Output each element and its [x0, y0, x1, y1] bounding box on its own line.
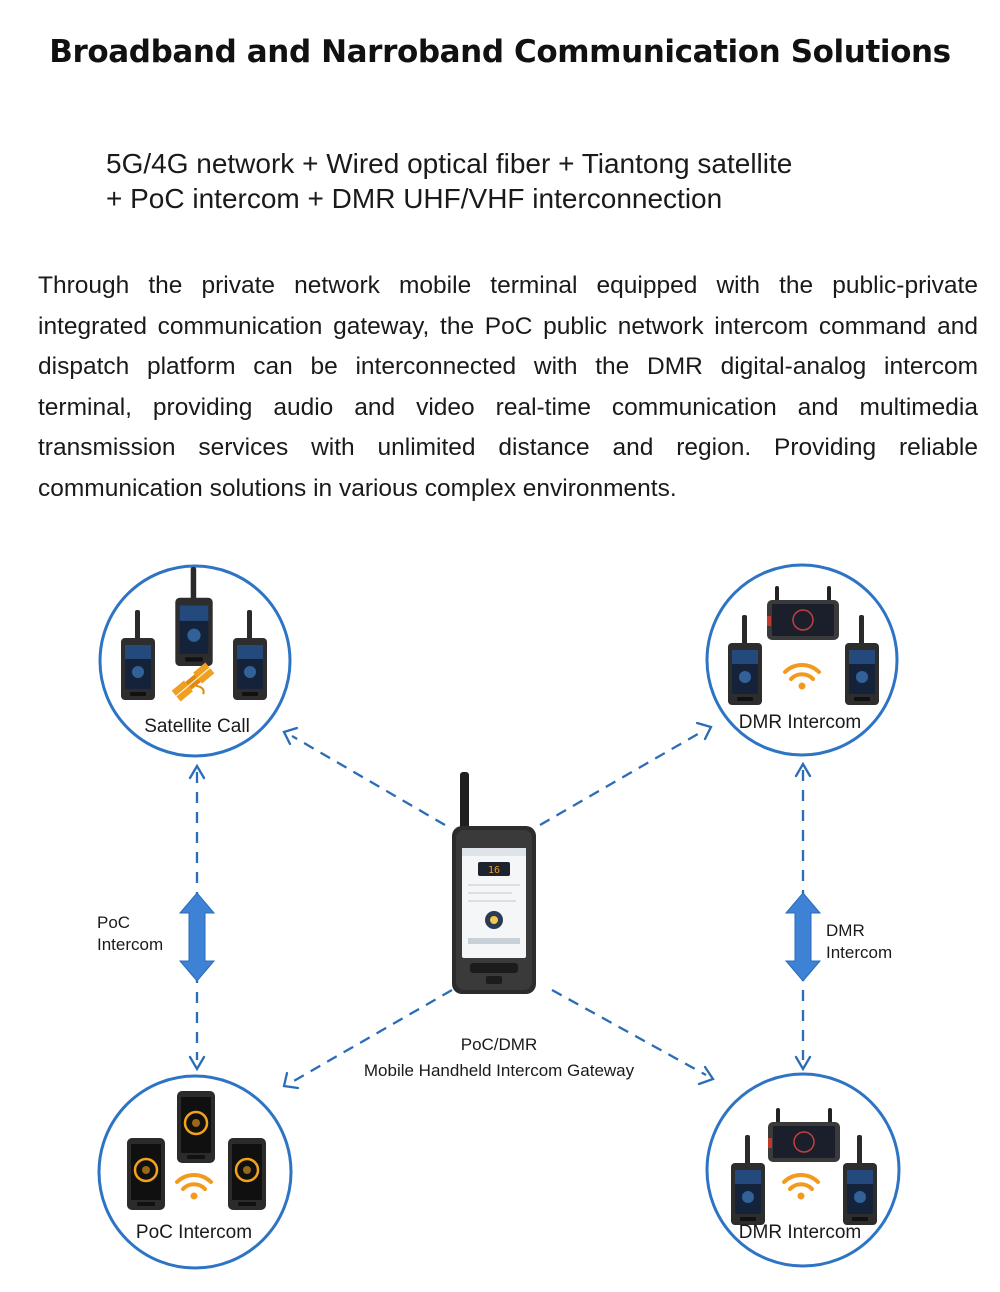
subtitle-line-2: + PoC intercom + DMR UHF/VHF interconnec… — [106, 183, 723, 214]
link-label-poc-1: PoC — [97, 913, 130, 932]
subtitle-line-1: 5G/4G network + Wired optical fiber + Ti… — [106, 148, 793, 179]
node-label-poc-intercom: PoC Intercom — [136, 1222, 252, 1243]
link-center-to-poc — [291, 989, 453, 1083]
description-paragraph: Through the private network mobile termi… — [38, 272, 978, 502]
gateway-screen-number: 16 — [488, 865, 500, 876]
gateway-device-icon: 16 — [452, 772, 536, 994]
link-center-to-dmr-top — [539, 730, 704, 826]
page-title: Broadband and Narroband Communication So… — [49, 34, 951, 70]
link-label-dmr-2: Intercom — [826, 943, 892, 962]
node-dmr-intercom-bottom: DMR Intercom — [705, 1072, 901, 1268]
node-dmr-intercom-top: DMR Intercom — [705, 563, 899, 757]
poc-double-arrow — [178, 892, 216, 982]
node-poc-intercom: PoC Intercom — [97, 1074, 293, 1270]
link-center-to-satellite — [291, 735, 446, 826]
gateway-label-2: Mobile Handheld Intercom Gateway — [364, 1061, 635, 1080]
node-label-dmr-bottom: DMR Intercom — [739, 1222, 861, 1243]
node-label-satellite-call: Satellite Call — [144, 716, 250, 737]
diagonal-links — [291, 730, 707, 1083]
link-center-to-dmr-bottom — [551, 988, 707, 1077]
link-label-poc-2: Intercom — [97, 935, 163, 954]
link-label-dmr-1: DMR — [826, 921, 865, 940]
dmr-double-arrow — [784, 892, 822, 982]
diagonal-arrowheads — [282, 721, 715, 1090]
vertical-arrowheads — [188, 761, 812, 1072]
node-satellite-call: Satellite Call — [98, 564, 292, 758]
node-label-dmr-top: DMR Intercom — [739, 712, 861, 733]
gateway-label-1: PoC/DMR — [461, 1035, 538, 1054]
satellite-icon — [171, 662, 215, 702]
